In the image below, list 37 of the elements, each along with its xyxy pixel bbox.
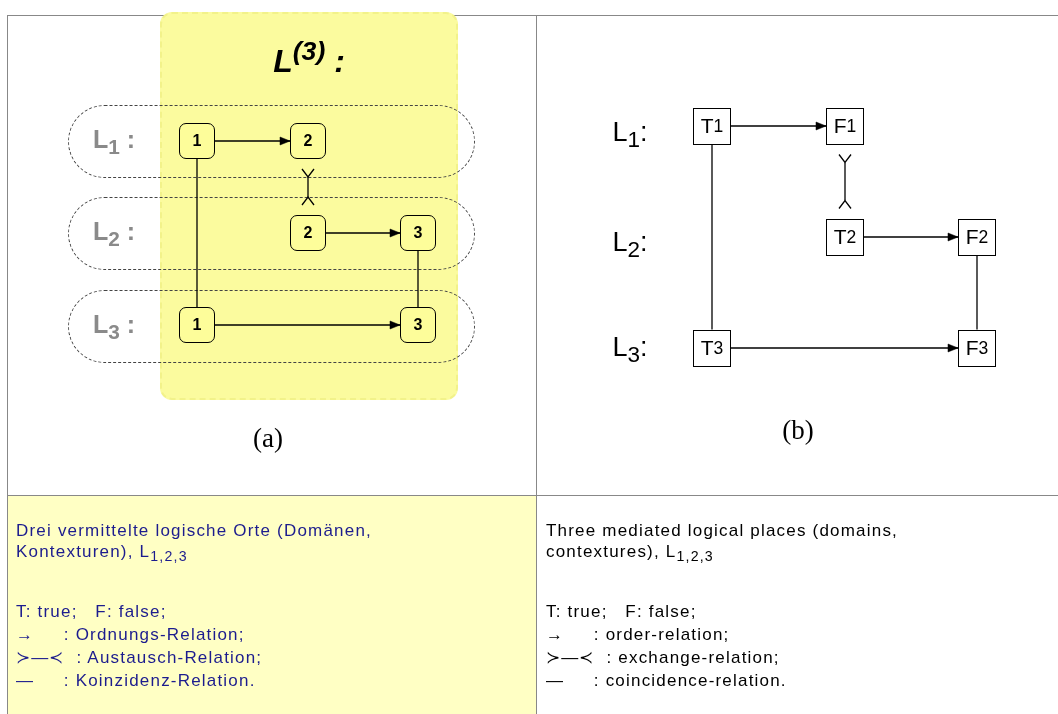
level-label: L$_{3}$ : — [93, 309, 136, 344]
legend-text: → : order-relation; — [546, 624, 730, 645]
panel-caption: (b) — [782, 414, 814, 446]
legend-text: → : Ordnungs-Relation; — [16, 624, 245, 645]
description-text: T: true; F: false; — [546, 601, 697, 622]
arrow — [214, 136, 291, 146]
value-box: 3 — [400, 215, 436, 251]
arrow — [325, 228, 401, 238]
value-box: 2 — [290, 215, 326, 251]
value-box: 1 — [179, 123, 215, 159]
arrow — [214, 320, 401, 330]
description-text: T: true; F: false; — [16, 601, 167, 622]
value-box: 3 — [400, 307, 436, 343]
legend-text: ≻—≺ : Austausch-Relation; — [16, 647, 263, 668]
legend-text: — : Koinzidenz-Relation. — [16, 670, 256, 691]
value-box: 2 — [290, 123, 326, 159]
level-label: L$_{1}$ : — [93, 124, 136, 159]
connector-line — [711, 143, 713, 331]
exchange-connector — [838, 153, 852, 210]
group-title: L$^{(3)}$ : — [273, 36, 345, 80]
connector-line — [196, 158, 198, 308]
value-box: 1 — [179, 307, 215, 343]
level-label: L$_{3}$: — [612, 331, 648, 369]
exchange-connector — [301, 168, 315, 206]
arrow — [863, 232, 959, 242]
connector-line — [417, 250, 419, 308]
arrow — [730, 121, 827, 131]
level-label: L$_{2}$: — [612, 226, 648, 264]
legend-text: — : coincidence-relation. — [546, 670, 787, 691]
description-text: Drei vermittelte logische Orte (Domänen, Kontexturen), L$_{1,2,3}$ — [16, 520, 373, 567]
arrow — [730, 343, 959, 353]
level-label: L$_{2}$ : — [93, 216, 136, 251]
connector-line — [976, 254, 978, 331]
level-label: L$_{1}$: — [612, 116, 648, 154]
legend-text: ≻—≺ : exchange-relation; — [546, 647, 780, 668]
panel-caption: (a) — [253, 422, 283, 454]
description-text: Three mediated logical places (domains, contextures), L$_{1,2,3}$ — [546, 520, 899, 567]
